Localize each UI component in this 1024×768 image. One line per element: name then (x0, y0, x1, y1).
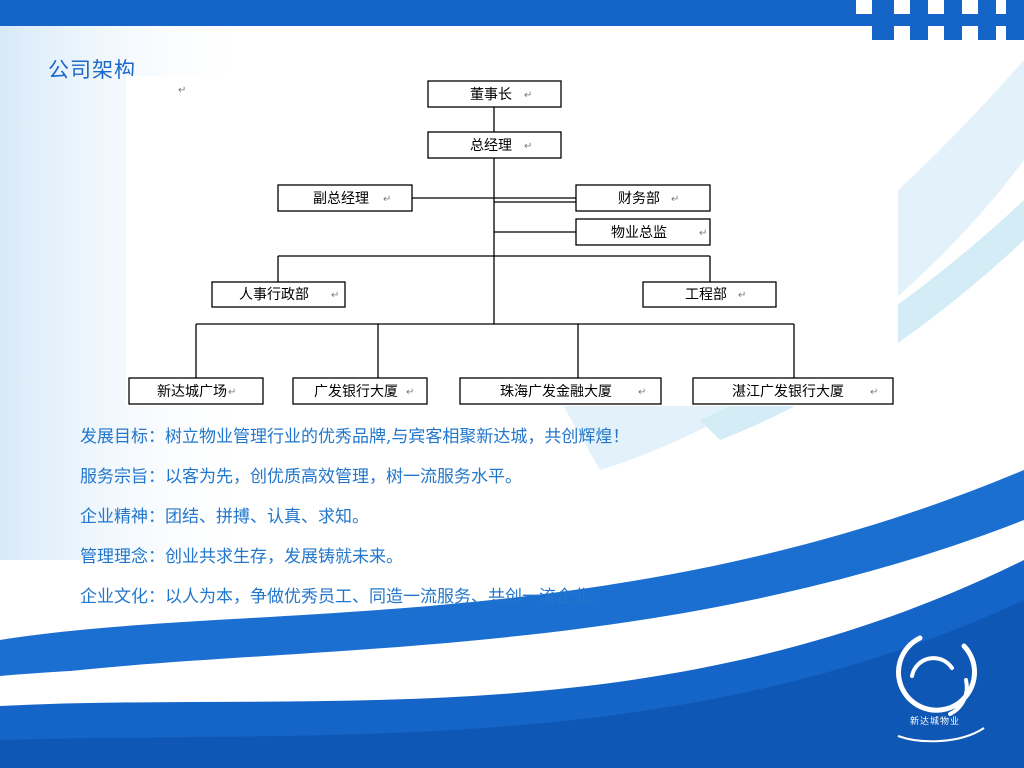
return-mark-icon: ↵ (524, 90, 532, 101)
return-marks: ↵ ↵ ↵ ↵ ↵ ↵ ↵ ↵ ↵ ↵ ↵ ↵ (178, 85, 878, 398)
node-project-0: 新达城广场 (157, 384, 227, 400)
logo-text: 新达城物业 (909, 717, 960, 727)
node-general-manager: 总经理 (470, 138, 512, 154)
principle-management-philosophy: 管理理念：创业共求生存，发展铸就未来。 (80, 547, 403, 567)
company-logo: 新达城物业 (880, 628, 990, 748)
slide-title: 公司架构 (48, 58, 136, 82)
node-project-2: 珠海广发金融大厦 (500, 384, 612, 400)
connector-lines (195, 107, 795, 378)
node-property-director: 物业总监 (611, 225, 667, 241)
principle-development-goal: 发展目标：树立物业管理行业的优秀品牌,与宾客相聚新达城，共创辉煌！ (80, 427, 630, 447)
return-mark-icon: ↵ (524, 141, 532, 152)
node-deputy-gm: 副总经理 (313, 191, 369, 207)
node-finance: 财务部 (618, 191, 660, 207)
return-mark-icon: ↵ (870, 387, 878, 398)
principle-enterprise-spirit: 企业精神：团结、拼搏、认真、求知。 (80, 507, 369, 527)
return-mark-icon: ↵ (228, 387, 236, 398)
principle-service-tenet: 服务宗旨：以客为先，创优质高效管理，树一流服务水平。 (80, 467, 522, 487)
return-mark-icon: ↵ (699, 228, 707, 239)
node-chairman: 董事长 (470, 87, 512, 103)
node-hr-admin: 人事行政部 (239, 287, 309, 303)
return-mark-icon: ↵ (671, 194, 679, 205)
principle-corporate-culture: 企业文化：以人为本，争做优秀员工、同造一流服务、共创一流企业。 (80, 587, 607, 607)
node-engineering: 工程部 (685, 287, 727, 303)
org-chart: 董事长 总经理 副总经理 财务部 物业总监 人事行政部 工程部 新达城广场 广发… (128, 80, 894, 405)
swoosh-thin (0, 470, 1024, 680)
return-mark-icon: ↵ (738, 290, 746, 301)
return-mark-icon: ↵ (406, 387, 414, 398)
node-labels: 董事长 总经理 副总经理 财务部 物业总监 人事行政部 工程部 新达城广场 广发… (157, 87, 844, 400)
logo-mark-icon (896, 635, 985, 743)
return-mark-icon: ↵ (178, 85, 186, 96)
checker-pattern (856, 0, 1024, 40)
node-project-1: 广发银行大厦 (314, 384, 398, 400)
top-banner (0, 0, 1024, 26)
node-project-3: 湛江广发银行大厦 (732, 384, 844, 400)
node-boxes (128, 80, 894, 405)
principles-list: 发展目标：树立物业管理行业的优秀品牌,与宾客相聚新达城，共创辉煌！ 服务宗旨：以… (80, 422, 629, 622)
return-mark-icon: ↵ (383, 194, 391, 205)
return-mark-icon: ↵ (331, 290, 339, 301)
org-chart-panel: 董事长 总经理 副总经理 财务部 物业总监 人事行政部 工程部 新达城广场 广发… (126, 76, 898, 406)
return-mark-icon: ↵ (638, 387, 646, 398)
